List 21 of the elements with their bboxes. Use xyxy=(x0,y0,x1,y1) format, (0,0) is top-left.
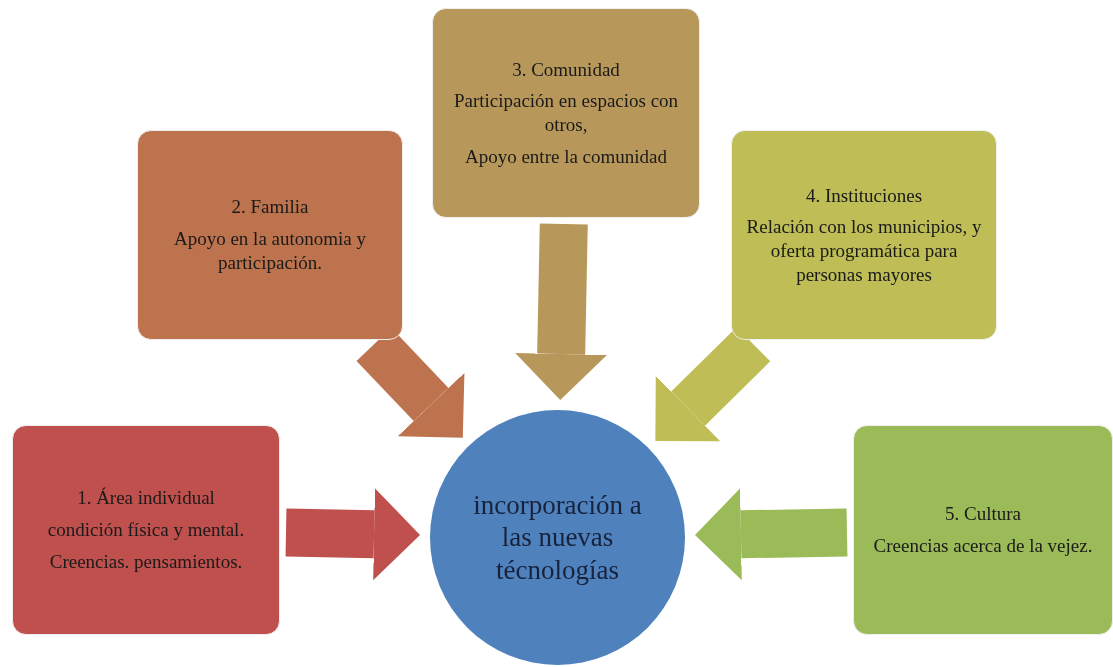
category-box xyxy=(731,130,997,340)
box-heading: 5. Cultura xyxy=(945,502,1021,526)
box-text: Participación en espacios con otros, xyxy=(452,89,680,137)
box-heading: 2. Familia xyxy=(231,195,309,220)
box-heading: 4. Instituciones xyxy=(805,183,923,208)
category-box xyxy=(137,130,403,340)
block-arrow xyxy=(285,488,420,581)
block-arrow xyxy=(515,223,608,401)
box-text: condición física y mental. xyxy=(47,518,245,542)
category-box xyxy=(12,425,280,635)
box-text: Creencias. pensamientos. xyxy=(49,549,243,574)
block-arrow xyxy=(695,488,848,581)
box-text: Apoyo en la autonomia y participación. xyxy=(172,227,368,275)
category-box xyxy=(853,425,1113,635)
box-text: Relación con los municipios, y oferta programática para personas mayores xyxy=(745,215,983,287)
box-heading: 1. Área individual xyxy=(77,486,215,511)
box-heading: 3. Comunidad xyxy=(512,57,620,82)
category-box xyxy=(432,8,700,218)
center-label: incorporación a las nuevas técnologías xyxy=(472,488,643,587)
box-text: Creencias acerca de la vejez. xyxy=(873,534,1093,558)
box-text: Apoyo entre la comunidad xyxy=(464,144,668,169)
